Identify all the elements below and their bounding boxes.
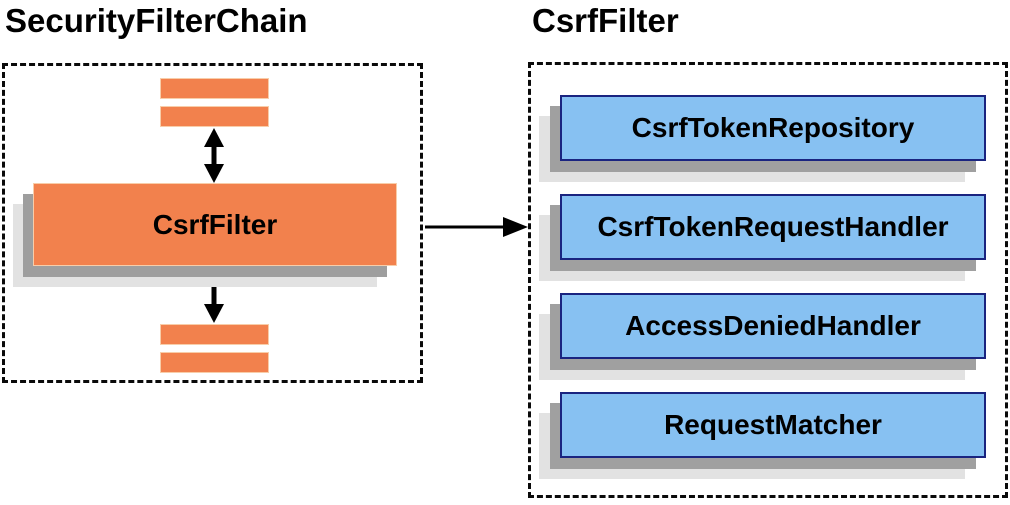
filter-placeholder-bar <box>160 78 269 99</box>
bidirectional-arrow-icon <box>204 128 224 183</box>
component-label: CsrfTokenRepository <box>631 112 915 143</box>
csrf-filter-title: CsrfFilter <box>532 2 679 39</box>
csrf-filter-node: CsrfFilter <box>33 183 397 266</box>
security-filter-chain-box <box>2 63 423 383</box>
filter-placeholder-bar <box>160 106 269 127</box>
component-label: AccessDeniedHandler <box>625 310 921 341</box>
filter-placeholder-bar <box>160 324 269 345</box>
component-request-matcher: RequestMatcher <box>560 392 986 458</box>
filter-placeholder-bar <box>160 352 269 373</box>
component-access-denied-handler: AccessDeniedHandler <box>560 293 986 359</box>
component-label: RequestMatcher <box>664 409 882 440</box>
component-label: CsrfTokenRequestHandler <box>597 211 949 242</box>
csrf-filter-box <box>528 62 1008 498</box>
flow-arrow-icon <box>425 217 528 237</box>
bidirectional-arrow-icon <box>204 267 224 323</box>
csrf-filter-node-label: CsrfFilter <box>152 208 278 240</box>
security-filter-chain-title: SecurityFilterChain <box>5 2 308 39</box>
component-csrf-token-repository: CsrfTokenRepository <box>560 95 986 161</box>
component-csrf-token-request-handler: CsrfTokenRequestHandler <box>560 194 986 260</box>
